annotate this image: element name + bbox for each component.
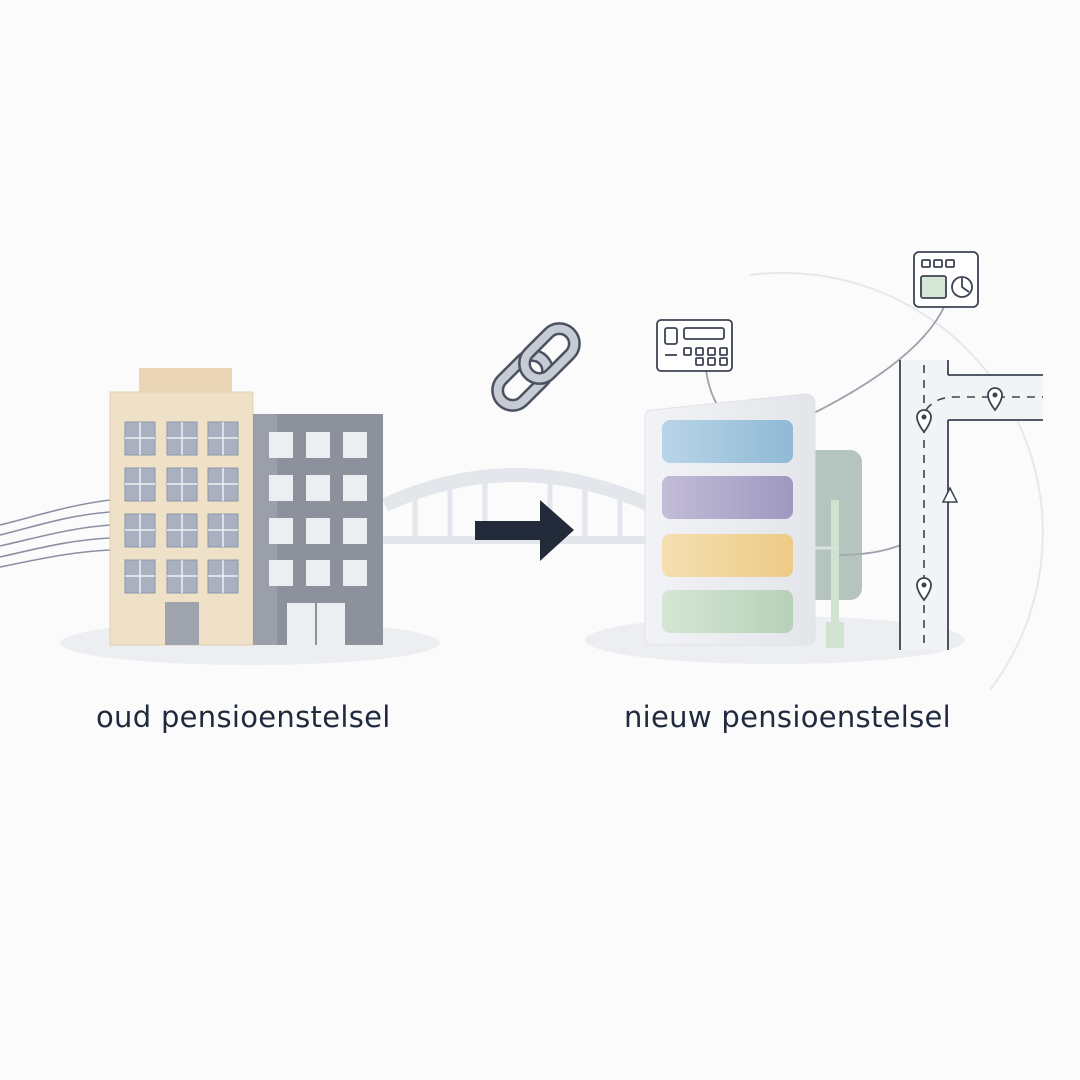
grey-building-windows <box>269 432 367 586</box>
stack-layer-blue <box>662 420 793 463</box>
old-system-label: oud pensioenstelsel <box>96 700 391 734</box>
building-roof <box>139 368 232 393</box>
new-system-label: nieuw pensioenstelsel <box>624 700 952 734</box>
road-map-icon <box>899 360 1043 650</box>
map-pin-icon <box>916 387 1003 602</box>
window-panes <box>125 422 238 593</box>
stack-layer-yellow <box>662 534 793 577</box>
stack-layer-green <box>662 590 793 633</box>
calculator-panel-icon <box>656 319 733 372</box>
arrow-right-icon <box>475 500 574 561</box>
layered-stack-icon <box>644 393 816 646</box>
old-buildings-icon <box>109 368 383 646</box>
back-panel <box>805 450 862 648</box>
wavy-lines-icon <box>0 499 111 568</box>
beige-building-door <box>165 602 199 645</box>
chain-link-icon <box>491 322 581 412</box>
direction-triangle-icon <box>941 486 959 503</box>
stack-layer-purple <box>662 476 793 519</box>
dashboard-panel-icon <box>913 251 979 308</box>
